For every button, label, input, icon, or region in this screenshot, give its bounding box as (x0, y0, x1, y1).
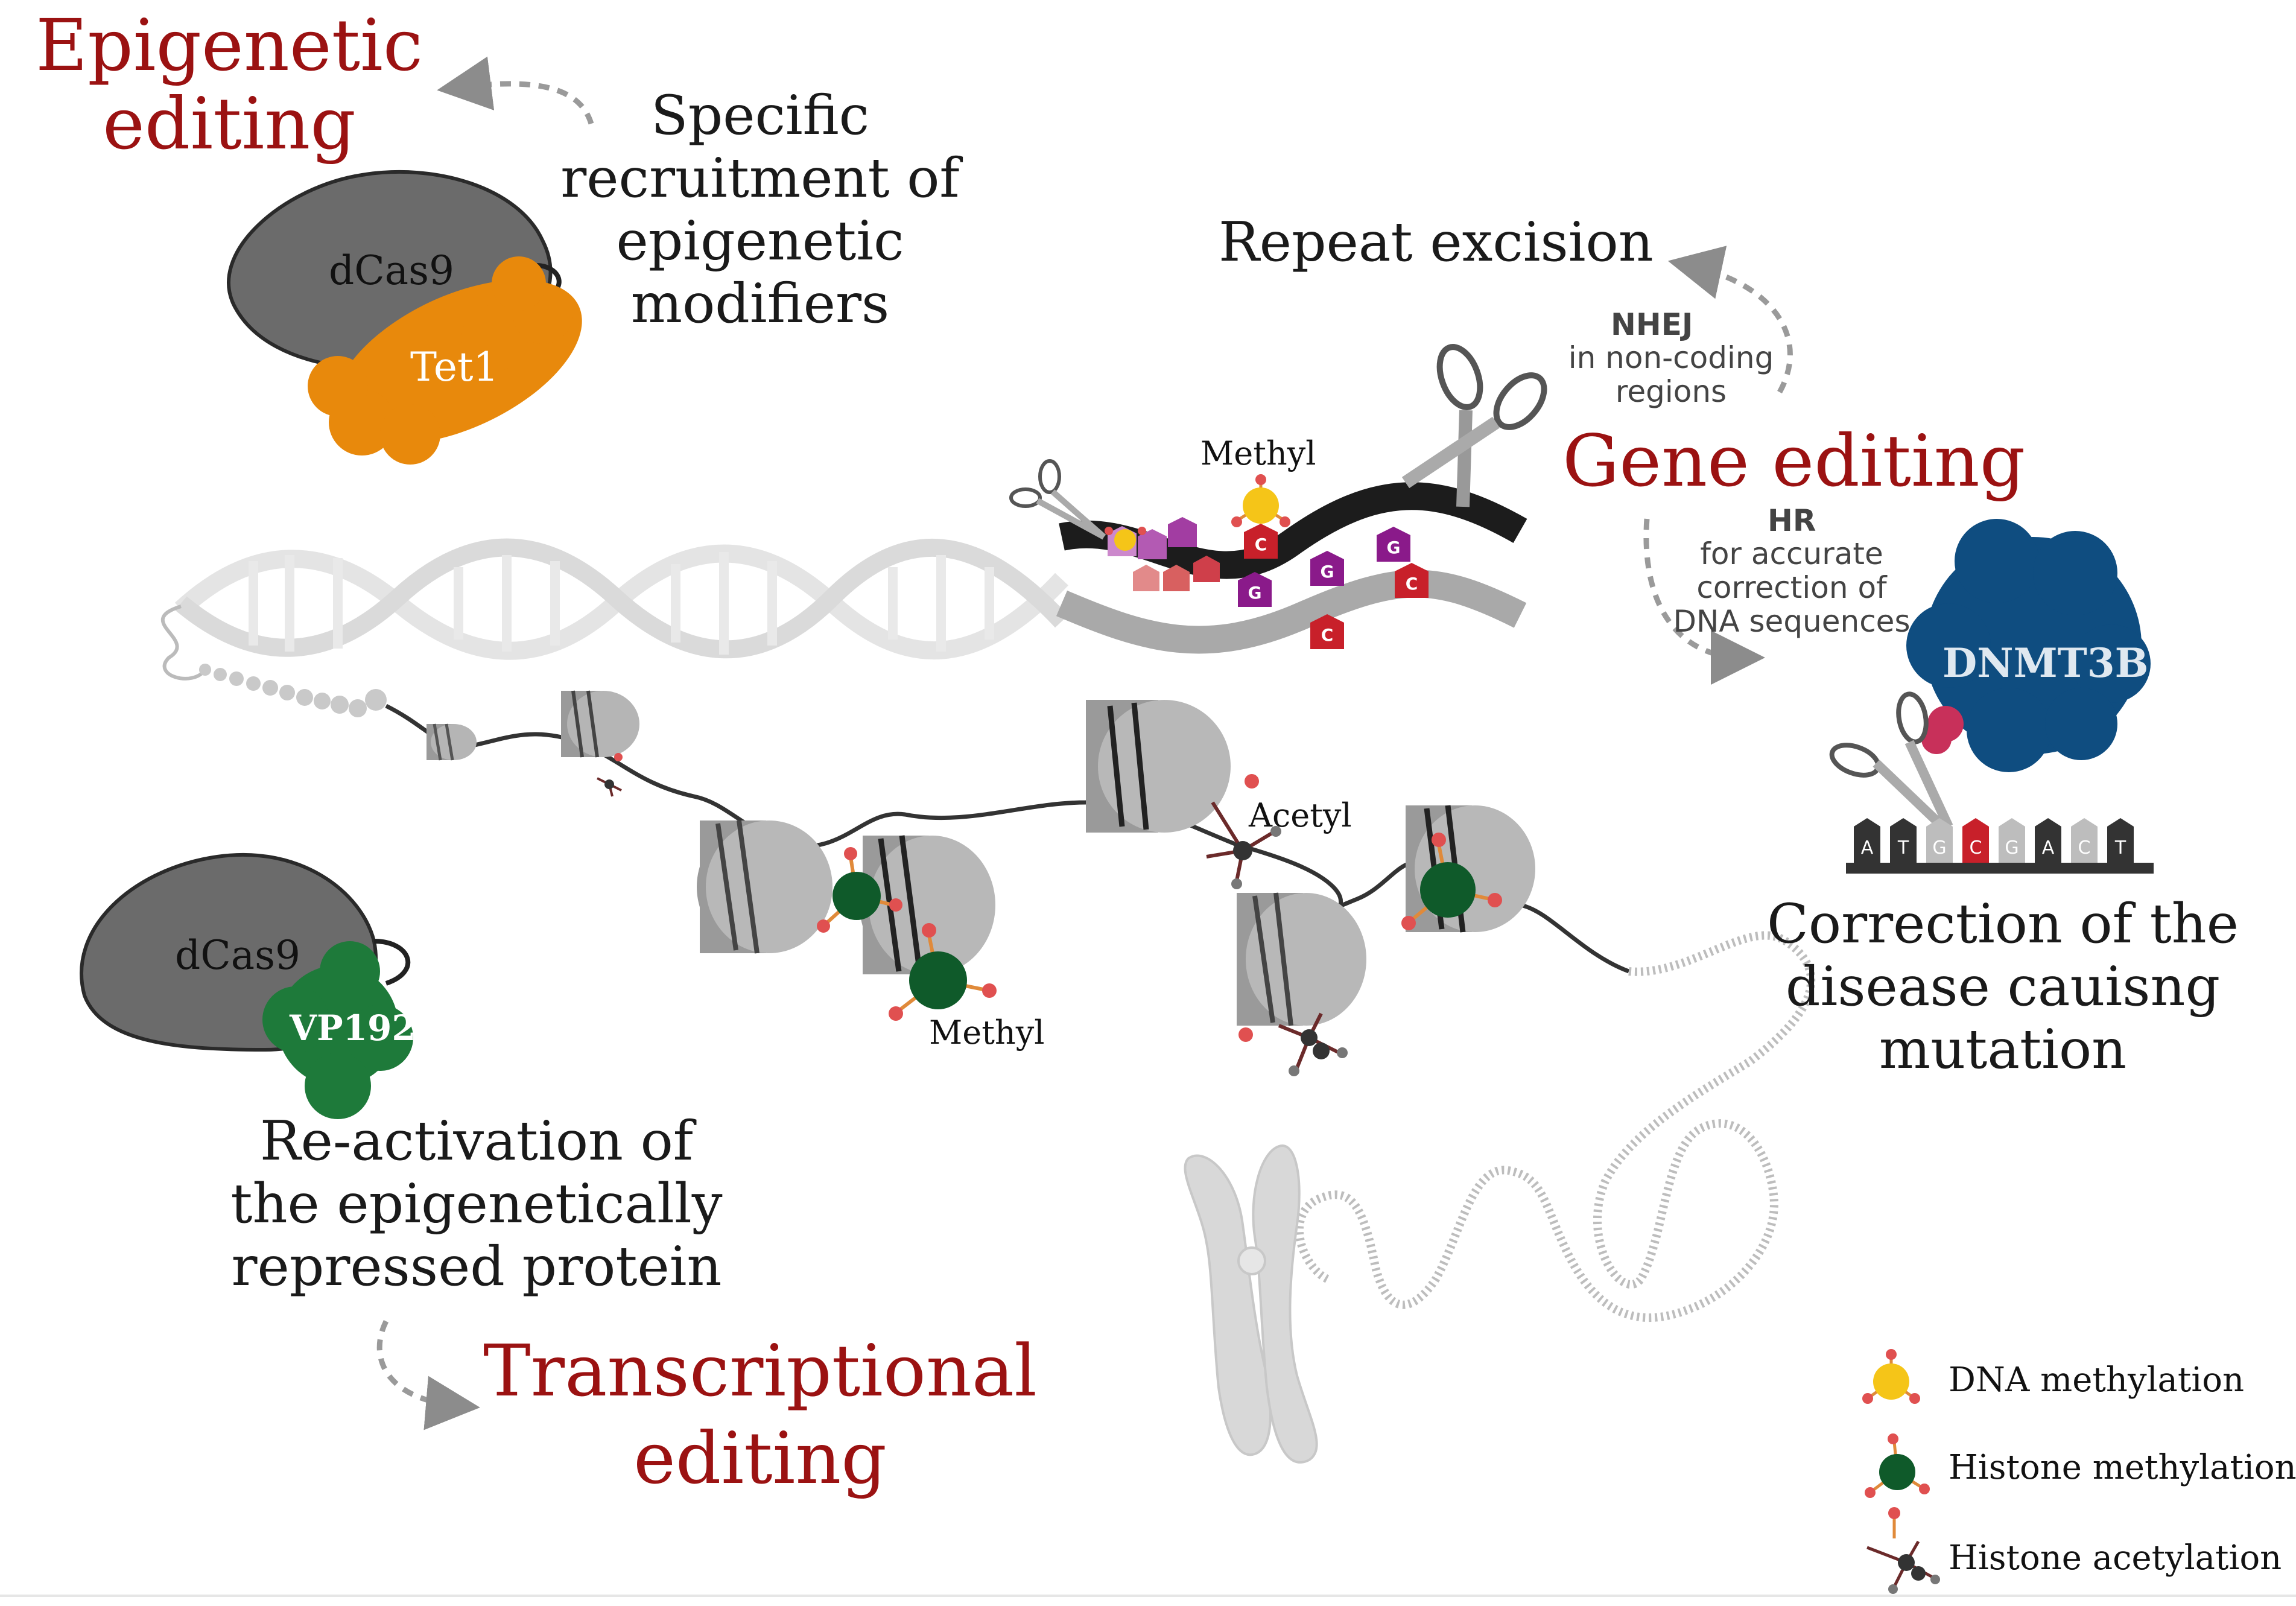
vp192-shape (262, 941, 413, 1119)
hr-title: HR (1768, 503, 1816, 538)
beads-strand (199, 664, 387, 717)
heading-epigenetic-editing: Epigenetic editing (36, 4, 423, 165)
base-letter: G (1321, 562, 1334, 582)
sequence-tags (1846, 818, 2154, 874)
nucleosome-5 (1086, 700, 1231, 833)
hr-description: for accurate correction of DNA sequences (1673, 536, 1911, 639)
nucleosome-3 (697, 820, 832, 954)
dna-thin-strand (160, 605, 207, 681)
legend-histone-acetylation-label: Histone acetylation (1949, 1538, 2282, 1578)
sequence-letters: A T G C G A C T (1861, 837, 2126, 859)
dna-methyl-mark-small (1105, 527, 1146, 551)
scissors-large-icon (1401, 344, 1547, 507)
caption-repeat-excision: Repeat excision (1219, 211, 1654, 274)
scissors-small-icon (1009, 459, 1106, 540)
vp192-label: VP192 (290, 1008, 416, 1049)
nucleosome-2 (561, 690, 639, 758)
dcas9-bottom-label: dCas9 (175, 932, 300, 979)
seq-letter: A (1861, 837, 1874, 859)
seq-letter: C (2078, 837, 2091, 859)
acetyl-mark-small (597, 753, 623, 797)
dna-methyl-mark (1231, 474, 1290, 527)
methyl-histone-label: Methyl (929, 1014, 1045, 1052)
methyl-dna-label: Methyl (1200, 434, 1316, 472)
heading-gene-editing: Gene editing (1562, 419, 2026, 503)
acetyl-label: Acetyl (1249, 796, 1352, 834)
legend-histone-acetylation-icon (1866, 1507, 1940, 1594)
base-letter: G (1387, 538, 1401, 557)
histone-methyl-mark-3 (1401, 833, 1502, 930)
legend-histone-methylation-label: Histone methylation (1949, 1448, 2296, 1487)
seq-letter: T (1897, 837, 1909, 859)
histone-methyl-mark-2 (889, 923, 997, 1021)
base-letter: C (1406, 574, 1418, 594)
caption-correction: Correction of the disease cauisng mutati… (1767, 892, 2239, 1081)
nucleosome-1 (427, 723, 477, 761)
base-letter: C (1321, 625, 1334, 645)
legend-dna-methylation-icon (1862, 1349, 1920, 1404)
caption-specific-recruitment: Specific recruitment of epigenetic modif… (560, 84, 960, 335)
nucleosome-6 (1237, 892, 1366, 1026)
arrow-to-transcriptional (376, 1319, 480, 1430)
nhej-title: NHEJ (1611, 307, 1693, 342)
seq-letter: G (1932, 837, 1946, 859)
dna-helix-dark (1056, 482, 1527, 654)
seq-letter: C (1970, 837, 1982, 859)
acetyl-mark-1 (1206, 774, 1281, 889)
base-letter: G (1248, 583, 1262, 603)
legend-histone-methylation-icon (1865, 1433, 1930, 1498)
dnmt3b-shape (1906, 519, 2151, 772)
arrow-to-epigenetic (437, 56, 594, 125)
tet1-shape (308, 256, 582, 465)
arrow-to-dnmt3b (1643, 518, 1765, 685)
heading-transcriptional-editing: Transcriptional editing (483, 1329, 1038, 1500)
scissors-dnmt3b-icon (1829, 691, 1953, 830)
loose-chromatin (1295, 931, 1816, 1322)
base-letter: C (1255, 535, 1267, 554)
nhej-description: in non-coding regions (1568, 340, 1774, 409)
nucleosome-7 (1406, 805, 1535, 933)
legend-dna-methylation-label: DNA methylation (1949, 1360, 2245, 1400)
arrow-to-repeat (1667, 246, 1793, 394)
caption-reactivation: Re-activation of the epigenetically repr… (230, 1109, 723, 1298)
dcas9-top-label: dCas9 (329, 247, 454, 294)
dnmt3b-label: DNMT3B (1942, 640, 2149, 687)
dna-helix-faded (174, 538, 1068, 660)
seq-letter: G (2005, 837, 2019, 859)
chromosome (1184, 1144, 1318, 1464)
tet1-label: Tet1 (410, 344, 499, 390)
dnmt3b-active-site (1921, 706, 1964, 754)
histone-methyl-mark-1 (817, 847, 902, 933)
seq-letter: A (2042, 837, 2055, 859)
seq-letter: T (2114, 837, 2126, 859)
acetyl-mark-2 (1238, 1012, 1348, 1076)
